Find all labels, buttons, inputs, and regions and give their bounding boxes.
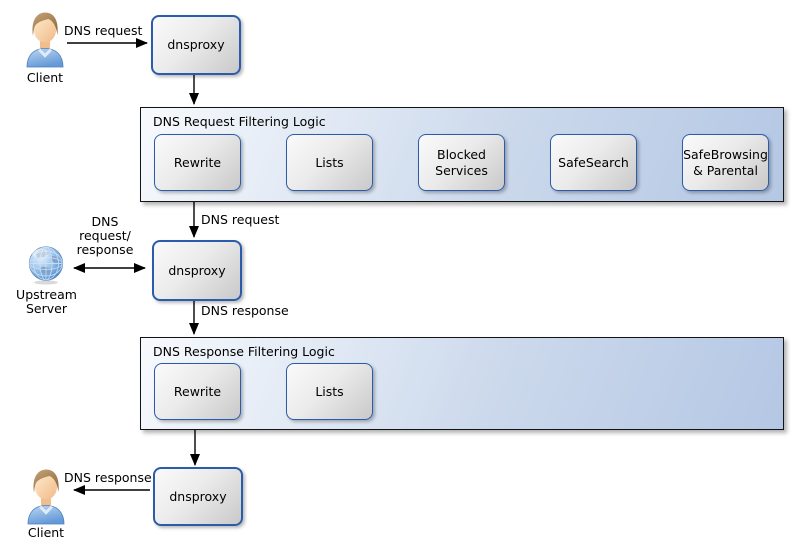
step-blocked-services: Blocked Services [418,134,505,191]
upstream-globe-icon [27,245,65,285]
dns-request-arrow-label-mid: DNS request [201,212,280,227]
dns-request-arrow-label-top: DNS request [64,23,143,38]
step-rewrite-response: Rewrite [154,363,241,420]
dnsproxy-node-core: dnsproxy [152,240,242,301]
dnsproxy-node-ingress: dnsproxy [151,15,241,75]
dns-response-arrow-label-bottom: DNS response [64,470,152,485]
step-safebrowsing-parental: SafeBrowsing & Parental [682,134,769,191]
step-lists-request: Lists [286,134,373,191]
step-safesearch: SafeSearch [550,134,637,191]
client-label-bottom: Client [27,525,65,540]
request-filter-title: DNS Request Filtering Logic [153,114,326,129]
step-rewrite-request: Rewrite [154,134,241,191]
dns-response-arrow-label-mid: DNS response [201,303,289,318]
client-label: Client [26,70,64,85]
client-person-icon [24,10,66,68]
client-person-icon-bottom [25,467,67,525]
request-filter-container: DNS Request Filtering Logic Rewrite List… [140,107,784,202]
response-filter-title: DNS Response Filtering Logic [153,344,335,359]
response-filter-container: DNS Response Filtering Logic Rewrite Lis… [140,337,784,430]
step-lists-response: Lists [286,363,373,420]
dns-request-response-arrow-label: DNS request/ response [76,214,134,257]
upstream-server-label: Upstream Server [16,287,77,316]
dnsproxy-node-egress: dnsproxy [153,467,243,526]
